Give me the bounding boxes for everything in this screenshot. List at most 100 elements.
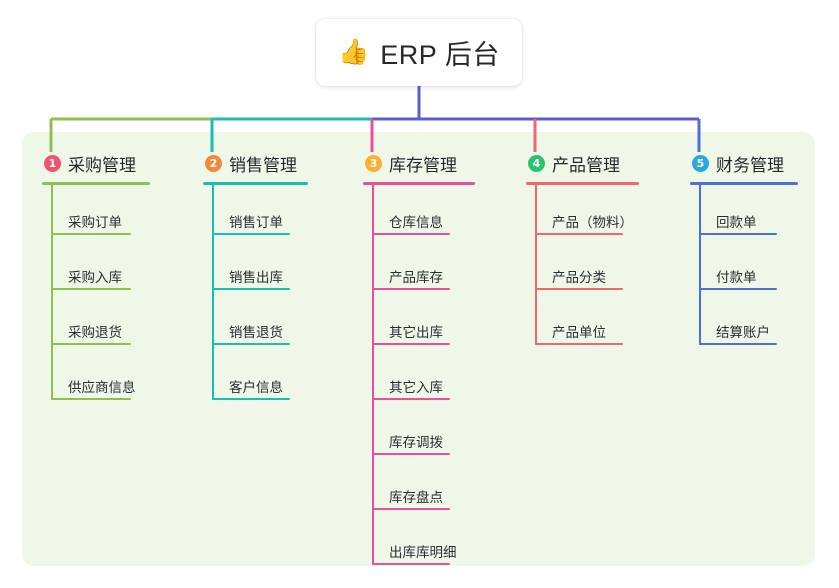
branch-item-underline <box>535 343 623 345</box>
branches-panel <box>22 132 815 566</box>
branch-item-underline <box>372 288 450 290</box>
branch-item-label: 销售出库 <box>229 270 283 285</box>
branch-item-label: 其它入库 <box>389 380 443 395</box>
branch-spine-3 <box>372 185 374 565</box>
branch-item-underline <box>372 343 450 345</box>
branch-badge-2: 2 <box>205 154 222 172</box>
branch-header-1[interactable]: 1 采购管理 <box>42 150 160 176</box>
branch-item-underline <box>51 288 131 290</box>
branch-spine-4 <box>535 185 537 345</box>
branch-item-underline <box>51 398 131 400</box>
branch-item-underline <box>372 453 450 455</box>
branch-items-1: 采购订单采购入库采购退货供应商信息 <box>42 185 160 405</box>
branch-item-label: 产品库存 <box>389 270 443 285</box>
branch-item[interactable]: 采购订单 <box>42 185 160 240</box>
branch-item-label: 产品分类 <box>552 270 606 285</box>
branch-item-underline <box>212 343 290 345</box>
branch-item-underline <box>51 343 131 345</box>
branch-item[interactable]: 供应商信息 <box>42 350 160 405</box>
root-node-label: ERP 后台 <box>380 40 500 70</box>
branch-badge-1: 1 <box>44 154 61 172</box>
branch-item-label: 库存盘点 <box>389 490 443 505</box>
branch-title-4: 产品管理 <box>552 155 620 175</box>
branch-item-label: 仓库信息 <box>389 215 443 230</box>
branch-item-label: 产品（物料） <box>552 215 633 230</box>
branch-item-label: 采购入库 <box>68 270 122 285</box>
branch-item[interactable]: 产品单位 <box>526 295 646 350</box>
branch-header-2[interactable]: 2 销售管理 <box>203 150 315 176</box>
branch-column-5[interactable]: 5 财务管理回款单付款单结算账户 <box>690 150 802 350</box>
branch-spine-2 <box>212 185 214 400</box>
branch-title-2: 销售管理 <box>229 155 297 175</box>
branch-item[interactable]: 销售订单 <box>203 185 315 240</box>
branch-underline-1 <box>42 182 150 185</box>
branch-spine-5 <box>699 185 701 345</box>
branch-item[interactable]: 产品库存 <box>363 240 481 295</box>
branch-column-3[interactable]: 3 库存管理仓库信息产品库存其它出库其它入库库存调拨库存盘点出库库明细 <box>363 150 481 570</box>
branch-item-underline <box>535 288 623 290</box>
branch-item[interactable]: 其它出库 <box>363 295 481 350</box>
branch-item[interactable]: 仓库信息 <box>363 185 481 240</box>
branch-item-underline <box>699 233 777 235</box>
branch-item[interactable]: 付款单 <box>690 240 802 295</box>
branch-item-underline <box>535 233 623 235</box>
thumbs-up-icon: 👍 <box>338 38 370 66</box>
root-node[interactable]: 👍 ERP 后台 <box>316 19 522 86</box>
branch-item[interactable]: 采购退货 <box>42 295 160 350</box>
branch-item-underline <box>372 563 450 565</box>
branch-item-label: 付款单 <box>716 270 757 285</box>
branch-items-5: 回款单付款单结算账户 <box>690 185 802 350</box>
branch-item-underline <box>212 288 290 290</box>
branch-item-label: 销售订单 <box>229 215 283 230</box>
branch-item[interactable]: 回款单 <box>690 185 802 240</box>
branch-item-underline <box>699 343 777 345</box>
branch-badge-5: 5 <box>692 154 709 172</box>
branch-item-label: 供应商信息 <box>68 380 136 395</box>
branch-item[interactable]: 出库库明细 <box>363 515 481 570</box>
branch-item[interactable]: 库存调拨 <box>363 405 481 460</box>
branch-item-underline <box>372 508 450 510</box>
branch-item-underline <box>212 398 290 400</box>
branch-item[interactable]: 产品（物料） <box>526 185 646 240</box>
branch-item[interactable]: 采购入库 <box>42 240 160 295</box>
branch-item-label: 客户信息 <box>229 380 283 395</box>
branch-underline-5 <box>690 182 798 185</box>
branch-item[interactable]: 其它入库 <box>363 350 481 405</box>
branch-items-2: 销售订单销售出库销售退货客户信息 <box>203 185 315 405</box>
branch-item-underline <box>372 233 450 235</box>
branch-item-label: 结算账户 <box>716 325 770 340</box>
branch-underline-2 <box>203 182 308 185</box>
branch-header-3[interactable]: 3 库存管理 <box>363 150 481 176</box>
branch-header-5[interactable]: 5 财务管理 <box>690 150 802 176</box>
branch-item-label: 出库库明细 <box>389 545 457 560</box>
branch-item-label: 库存调拨 <box>389 435 443 450</box>
branch-item-underline <box>699 288 777 290</box>
branch-item-underline <box>51 233 131 235</box>
branch-title-1: 采购管理 <box>68 155 136 175</box>
branch-title-5: 财务管理 <box>716 155 784 175</box>
branch-item[interactable]: 产品分类 <box>526 240 646 295</box>
branch-column-2[interactable]: 2 销售管理销售订单销售出库销售退货客户信息 <box>203 150 315 405</box>
branch-item-label: 采购订单 <box>68 215 122 230</box>
branch-item[interactable]: 客户信息 <box>203 350 315 405</box>
branch-item-underline <box>372 398 450 400</box>
branch-title-3: 库存管理 <box>389 155 457 175</box>
branch-underline-3 <box>363 182 475 185</box>
branch-item[interactable]: 结算账户 <box>690 295 802 350</box>
branch-item-label: 其它出库 <box>389 325 443 340</box>
branch-badge-3: 3 <box>365 154 382 172</box>
branch-item[interactable]: 销售退货 <box>203 295 315 350</box>
branch-column-1[interactable]: 1 采购管理采购订单采购入库采购退货供应商信息 <box>42 150 160 405</box>
branch-underline-4 <box>526 182 639 185</box>
branch-item-label: 产品单位 <box>552 325 606 340</box>
branch-item-label: 回款单 <box>716 215 757 230</box>
branch-item-label: 采购退货 <box>68 325 122 340</box>
branch-spine-1 <box>51 185 53 400</box>
branch-item[interactable]: 库存盘点 <box>363 460 481 515</box>
branch-items-4: 产品（物料） 产品分类产品单位 <box>526 185 646 350</box>
branch-item[interactable]: 销售出库 <box>203 240 315 295</box>
branch-items-3: 仓库信息产品库存其它出库其它入库库存调拨库存盘点出库库明细 <box>363 185 481 570</box>
